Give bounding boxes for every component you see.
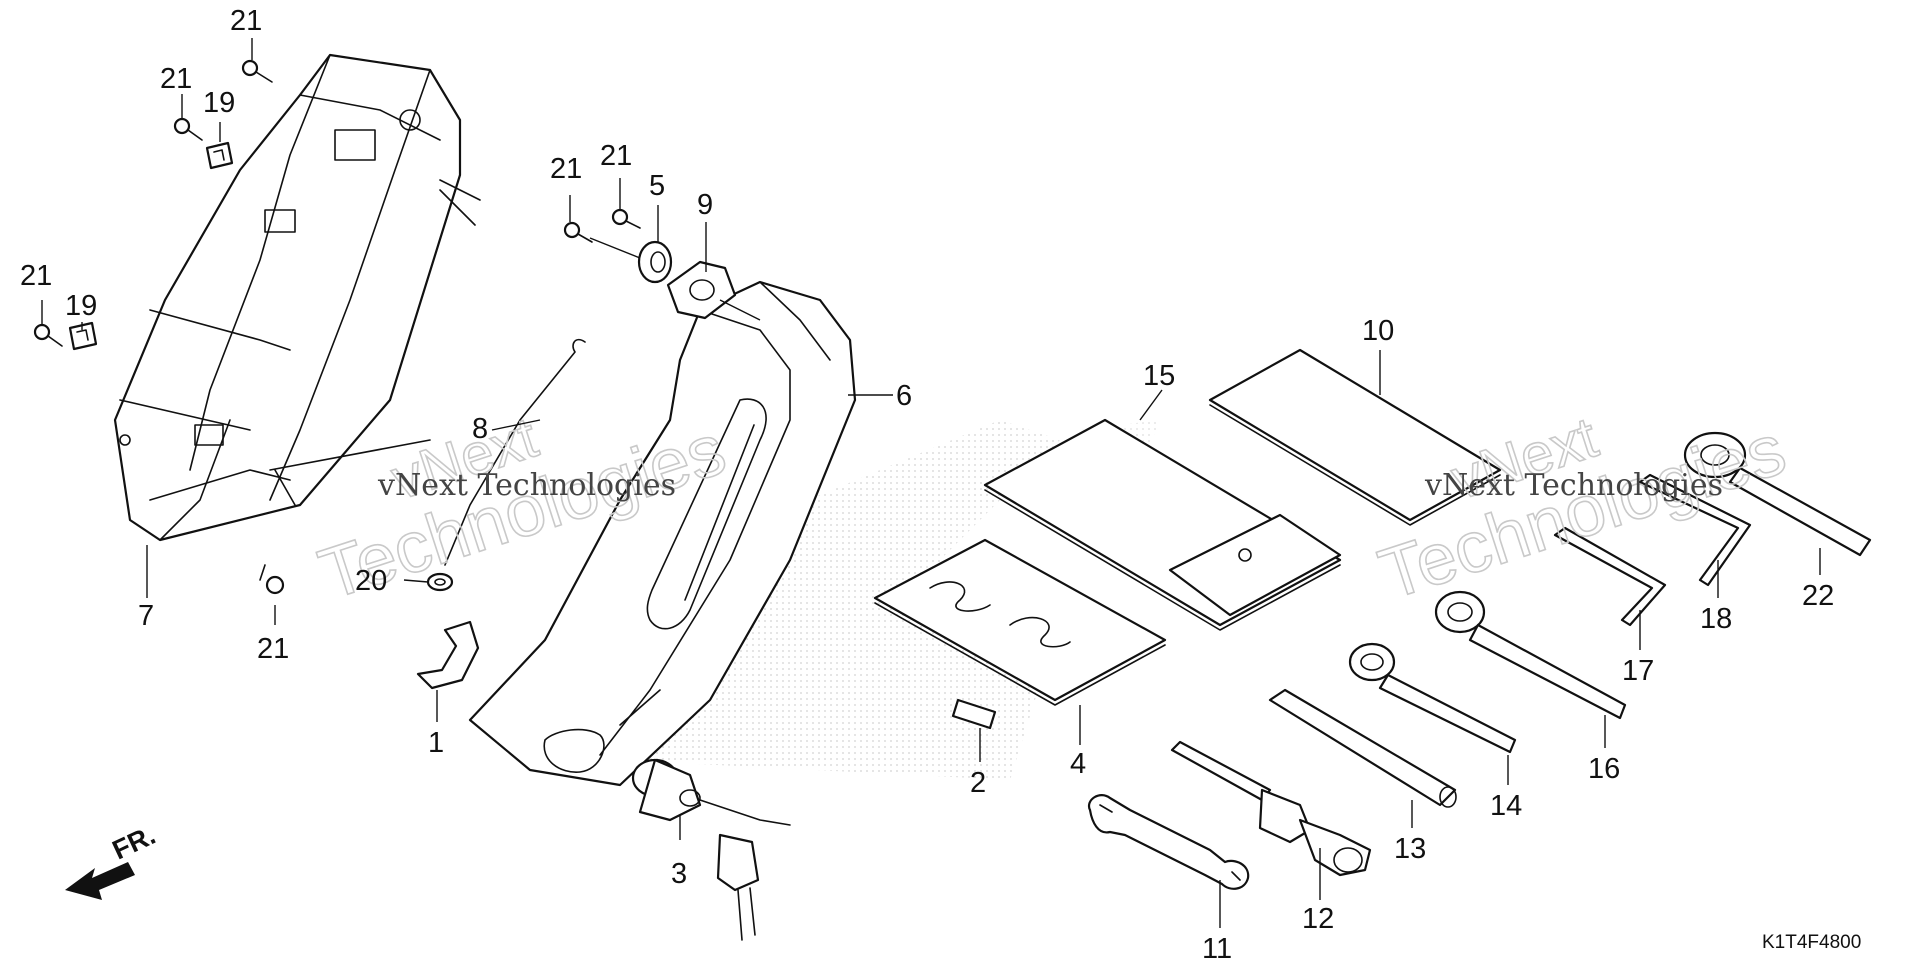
- callout-11: 11: [1202, 933, 1232, 960]
- callout-19-a: 19: [203, 87, 235, 119]
- callout-19-b: 19: [65, 290, 97, 322]
- assembly-line-6: [589, 237, 761, 321]
- callout-21-d: 21: [257, 633, 289, 665]
- callout-8: 8: [472, 413, 488, 445]
- callout-4: 4: [1070, 748, 1086, 780]
- part-6-cover: [468, 280, 857, 787]
- part-21-screw-d: [259, 564, 285, 595]
- part-7-tool-case: [113, 53, 481, 542]
- part-5-bushing: [637, 240, 673, 284]
- part-11-wrench: [1087, 794, 1250, 890]
- callout-22: 22: [1802, 580, 1834, 612]
- callout-20: 20: [355, 565, 387, 597]
- front-arrow-icon: [65, 862, 135, 900]
- callout-10: 10: [1362, 315, 1394, 347]
- callout-15: 15: [1143, 360, 1175, 392]
- callout-13: 13: [1394, 833, 1426, 865]
- callout-3: 3: [671, 858, 687, 890]
- part-3-key-lock: [631, 758, 791, 941]
- part-21-screw-f: [611, 208, 641, 229]
- part-21-screw-b: [173, 117, 203, 141]
- part-17-hex-key: [1553, 526, 1667, 627]
- front-label: FR.: [108, 820, 160, 866]
- part-18-hex-key: [1638, 473, 1752, 587]
- part-13-flat-bar: [1268, 688, 1457, 808]
- part-21-screw-e: [563, 221, 593, 243]
- part-9-gasket: [666, 260, 737, 320]
- callout-18: 18: [1700, 603, 1732, 635]
- callout-21-c: 21: [20, 260, 52, 292]
- callout-16: 16: [1588, 753, 1620, 785]
- part-2-clip: [951, 698, 997, 730]
- callout-5: 5: [649, 170, 665, 202]
- part-21-screw-c: [33, 323, 63, 347]
- callouts: 21 21 19 21 19 21 7 8 20 1 21 21 5 9 6 3…: [20, 5, 1834, 960]
- part-10-sheet: [1208, 348, 1502, 526]
- part-1-bracket: [416, 620, 480, 690]
- callout-21-f: 21: [600, 140, 632, 172]
- part-12-socket-wrench: [1170, 740, 1372, 877]
- callout-21-a: 21: [230, 5, 262, 37]
- callout-1: 1: [428, 727, 444, 759]
- callout-17: 17: [1622, 655, 1654, 687]
- part-19-clip-b: [68, 321, 98, 351]
- part-19-clip-a: [205, 141, 234, 170]
- watermark-small-left: vNext Technologies: [377, 468, 676, 503]
- part-16-ring-spanner: [1434, 590, 1627, 720]
- part-21-screw-a: [241, 59, 273, 83]
- callout-9: 9: [697, 189, 713, 221]
- leader-lines: [41, 38, 1821, 928]
- callout-21-b: 21: [160, 63, 192, 95]
- callout-7: 7: [138, 600, 154, 632]
- diagram-code: K1T4F4800: [1762, 932, 1861, 953]
- callout-14: 14: [1490, 790, 1522, 822]
- callout-2: 2: [970, 767, 986, 799]
- part-8-wire: [444, 338, 586, 566]
- callout-12: 12: [1302, 903, 1334, 935]
- part-14-ring-spanner: [1348, 642, 1517, 754]
- part-22-spanner: [1683, 431, 1872, 557]
- part-4-manual: [873, 538, 1167, 706]
- callout-6: 6: [896, 380, 912, 412]
- callout-21-e: 21: [550, 153, 582, 185]
- watermark-small-right: vNext Technologies: [1424, 468, 1723, 503]
- part-15-tool-bag: [983, 418, 1342, 631]
